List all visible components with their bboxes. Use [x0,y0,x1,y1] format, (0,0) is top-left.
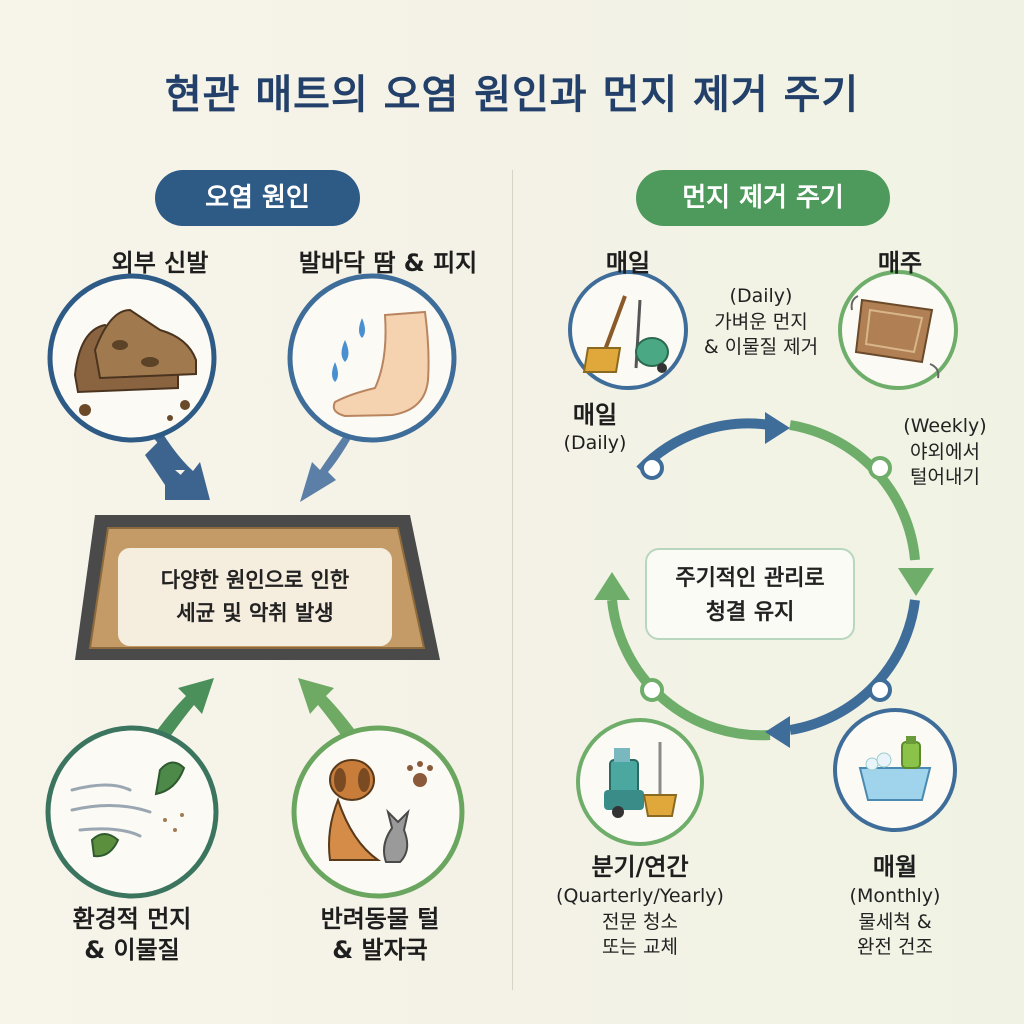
center-divider [512,170,513,990]
cleaning-tools-icon [604,742,678,818]
quarterly-title: 분기/연간 [591,853,689,881]
cycle-node-top-left [640,456,664,480]
cause-label-pets-line2: & 발자국 [332,936,428,965]
cycle-arrowhead-left [594,572,630,600]
quarterly-note: (Quarterly/Yearly) 전문 청소 또는 교체 [528,884,752,961]
muddy-shoes-icon [73,308,197,421]
weekly-note-line1: 야외에서 [910,440,980,463]
cycle-arrowhead-bottom [765,716,790,748]
cycle-arrowhead-top [765,412,790,444]
cycle-node-right [868,456,892,480]
mat-message: 다양한 원인으로 인한 세균 및 악취 발생 [120,550,390,644]
mat-message-line2: 세균 및 악취 발생 [176,601,334,625]
arrow-pets-to-mat-shape [298,678,362,748]
shake-mat-icon [850,295,940,379]
monthly-note-line1: 물세척 & [858,910,932,933]
daily-cycle-label-ko: 매일 [572,401,618,429]
daily-title: 매일 [605,249,651,277]
quarterly-circle [576,718,704,846]
cause-label-pets: 반려동물 털 & 발자국 [268,904,492,966]
monthly-note-line2: 완전 건조 [857,936,933,959]
monthly-note-en: (Monthly) [849,885,941,907]
daily-note: (Daily) 가벼운 먼지 & 이물질 제거 [676,284,846,361]
arrow-shoes-to-mat [145,440,210,500]
cause-label-dust-line1: 환경적 먼지 [72,905,192,933]
cause-section-header: 오염 원인 [155,170,360,226]
cause-label-shoes: 외부 신발 [111,249,209,277]
cause-label-dust-line2: & 이물질 [84,936,180,965]
monthly-title: 매월 [872,853,918,881]
cycle-node-bottom-right [868,678,892,702]
quarterly-note-line1: 전문 청소 [602,910,678,933]
quarterly-note-line2: 또는 교체 [602,936,678,959]
wash-basin-icon [858,736,932,801]
weekly-note: (Weekly) 야외에서 털어내기 [880,414,1010,491]
wind-dust-icon [70,761,186,858]
page-title: 현관 매트의 오염 원인과 먼지 제거 주기 [164,72,860,118]
cause-label-foot-sweat: 발바닥 땀 & 피지 [298,249,478,277]
weekly-title: 매주 [877,249,923,277]
cycle-center-line1: 주기적인 관리로 [675,566,825,591]
pets-circle [291,725,465,899]
quarterly-note-en: (Quarterly/Yearly) [556,885,724,907]
daily-note-line2: & 이물질 제거 [703,336,819,359]
cycle-node-bottom-left [640,678,664,702]
cycle-center-line2: 청결 유지 [705,600,795,625]
daily-cycle-label: 매일 (Daily) [540,400,650,456]
arrow-dust-to-mat-shape [150,678,214,748]
cause-label-pets-line1: 반려동물 털 [320,905,440,933]
cycle-center-message: 주기적인 관리로 청결 유지 [645,548,855,640]
monthly-note: (Monthly) 물세척 & 완전 건조 [820,884,970,961]
pets-icon [328,759,433,863]
cycle-arrowhead-right [898,568,934,596]
cycle-section-header: 먼지 제거 주기 [636,170,890,226]
dust-circle [45,725,219,899]
weekly-note-en: (Weekly) [903,415,987,437]
mat-message-line1: 다양한 원인으로 인한 [160,568,350,592]
weekly-note-line2: 털어내기 [910,466,980,489]
cause-label-dust: 환경적 먼지 & 이물질 [20,904,244,966]
daily-note-en: (Daily) [729,285,793,307]
foot-sweat-icon [332,310,430,418]
daily-cycle-label-en: (Daily) [563,432,627,455]
doormat-icon [75,515,440,660]
broom-vacuum-icon [582,295,669,373]
daily-note-line1: 가벼운 먼지 [714,310,808,333]
